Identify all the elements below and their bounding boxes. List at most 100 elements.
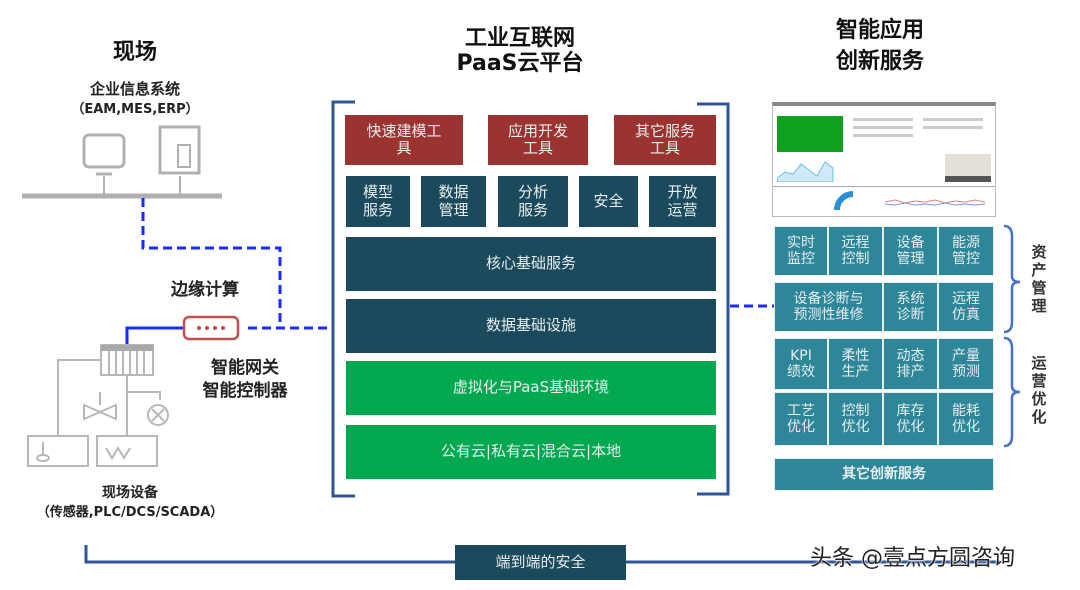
- app-label-line2: 优化: [841, 419, 870, 435]
- field-devices-label: 现场设备: [102, 485, 158, 501]
- enterprise-systems-detail: （EAM,MES,ERP）: [71, 102, 199, 117]
- computer-icon: [82, 133, 126, 176]
- app-label-line1: 动态: [896, 347, 925, 364]
- layer-cloud-deployment[interactable]: 公有云|私有云|混合云|本地: [346, 425, 716, 479]
- end-to-end-security[interactable]: 端到端的安全: [455, 545, 626, 580]
- app-remote-control[interactable]: 远程控制: [828, 226, 883, 276]
- app-predictive-maintenance[interactable]: 设备诊断与预测性维修: [774, 282, 883, 332]
- service-label-line1: 模型: [362, 183, 393, 202]
- enterprise-systems-label: 企业信息系统: [89, 80, 180, 98]
- platform-title-line2: PaaS云平台: [456, 51, 584, 77]
- dashboard-thumbnail: [772, 102, 996, 217]
- app-control-optimization[interactable]: 控制优化: [828, 392, 883, 446]
- platform-left-bracket: [331, 100, 355, 498]
- service-label-line1: 安全: [593, 191, 624, 210]
- app-label-line1: 能耗: [952, 402, 980, 419]
- service-open-operations[interactable]: 开放运营: [649, 176, 716, 227]
- service-model[interactable]: 模型服务: [346, 176, 410, 227]
- layer-virtualization-paas[interactable]: 虚拟化与PaaS基础环境: [346, 361, 716, 415]
- app-label-line1: 控制: [841, 402, 870, 419]
- tool-other-services[interactable]: 其它服务工具: [614, 115, 716, 165]
- service-label-line1: 开放: [667, 183, 698, 202]
- watermark: 头条 @壹点方圆咨询: [810, 546, 1015, 571]
- operations-optimization-label: 运营优化: [1031, 354, 1047, 426]
- service-data-management[interactable]: 数据管理: [421, 176, 486, 227]
- app-label-line1: 远程: [952, 290, 980, 307]
- app-label-line1: 实时: [787, 234, 815, 251]
- app-label-line2: 绩效: [787, 364, 815, 380]
- app-energy-optimization[interactable]: 能耗优化: [938, 392, 994, 446]
- app-label-line2: 优化: [952, 419, 980, 435]
- edge-computing-label: 边缘计算: [171, 280, 239, 300]
- app-other-innovation-services[interactable]: 其它创新服务: [774, 458, 994, 491]
- tool-label-line1: 快速建模工: [366, 121, 442, 140]
- tool-label-line1: 其它服务: [634, 121, 695, 140]
- tool-label-line2: 工具: [522, 139, 553, 157]
- service-label-line1: 分析: [517, 183, 548, 202]
- dashboard-line-chart: [777, 161, 834, 182]
- ops-bracket: [1003, 336, 1021, 448]
- app-label-line1: 产量: [952, 347, 980, 364]
- field-devices-detail: （传感器,PLC/DCS/SCADA）: [36, 505, 224, 520]
- service-label-line2: 服务: [362, 200, 393, 219]
- app-inventory-optimization[interactable]: 库存优化: [883, 392, 938, 446]
- app-flexible-production[interactable]: 柔性生产: [828, 338, 883, 390]
- gateway-label: 智能网关: [211, 358, 279, 378]
- app-energy-control[interactable]: 能源管控: [938, 226, 994, 276]
- asset-management-label: 资产管理: [1031, 243, 1047, 315]
- app-output-forecast[interactable]: 产量预测: [938, 338, 994, 390]
- platform-right-bracket: [697, 102, 730, 496]
- service-label-line2: 运营: [667, 200, 698, 219]
- tool-label-line2: 具: [396, 139, 412, 157]
- app-dynamic-scheduling[interactable]: 动态排产: [883, 338, 938, 390]
- platform-title-line1: 工业互联网: [464, 26, 575, 51]
- app-label-line2: 优化: [787, 419, 815, 435]
- app-equipment-management[interactable]: 设备管理: [883, 226, 938, 276]
- app-label-line2: 诊断: [896, 307, 925, 323]
- app-label-line1: KPI: [790, 347, 812, 364]
- app-label-line1: 设备: [896, 234, 925, 251]
- app-system-diagnosis[interactable]: 系统诊断: [883, 282, 938, 332]
- dashboard-gauge: [834, 191, 854, 211]
- layer-core-services[interactable]: 核心基础服务: [346, 237, 716, 291]
- dashboard-trend: [885, 199, 986, 206]
- app-label-line2: 预测性维修: [793, 307, 864, 323]
- controller-label: 智能控制器: [202, 381, 288, 401]
- controller-gateway-link: [125, 326, 183, 345]
- app-label-line2: 排产: [896, 364, 925, 380]
- layer-data-infrastructure[interactable]: 数据基础设施: [346, 299, 716, 353]
- app-label-line1: 库存: [896, 402, 925, 419]
- tool-label-line2: 工具: [649, 139, 680, 157]
- app-label-line1: 能源: [952, 234, 980, 251]
- app-label-line1: 工艺: [787, 402, 815, 419]
- app-realtime-monitoring[interactable]: 实时监控: [774, 226, 828, 276]
- service-security[interactable]: 安全: [579, 176, 638, 227]
- app-label-line2: 管理: [896, 251, 925, 267]
- service-label-line1: 数据: [438, 183, 469, 202]
- service-label-line2: 服务: [517, 200, 548, 219]
- security-line-left: [84, 545, 455, 564]
- tool-label-line1: 应用开发: [507, 121, 568, 140]
- apps-title-line1: 智能应用: [835, 18, 924, 43]
- app-label-line1: 柔性: [841, 347, 870, 364]
- dashboard-status-tile: [777, 116, 843, 152]
- asset-bracket: [1003, 224, 1021, 334]
- app-label-line1: 设备诊断与: [793, 290, 864, 307]
- tool-app-development[interactable]: 应用开发工具: [488, 115, 588, 165]
- service-analytics[interactable]: 分析服务: [498, 176, 568, 227]
- app-label-line2: 管控: [952, 251, 980, 267]
- app-remote-simulation[interactable]: 远程仿真: [938, 282, 994, 332]
- app-label-line1: 远程: [841, 234, 870, 251]
- server-cabinet-icon: [158, 125, 201, 175]
- app-label-line2: 监控: [787, 251, 815, 267]
- app-label-line2: 生产: [841, 364, 870, 380]
- app-label-line1: 系统: [896, 290, 925, 307]
- service-label-line2: 管理: [438, 200, 469, 219]
- enterprise-dashed-link: [141, 198, 282, 328]
- app-process-optimization[interactable]: 工艺优化: [774, 392, 828, 446]
- tool-rapid-modeling[interactable]: 快速建模工具: [345, 115, 463, 165]
- platform-title: 工业互联网 PaaS云平台: [420, 26, 620, 77]
- app-label-line2: 优化: [896, 419, 925, 435]
